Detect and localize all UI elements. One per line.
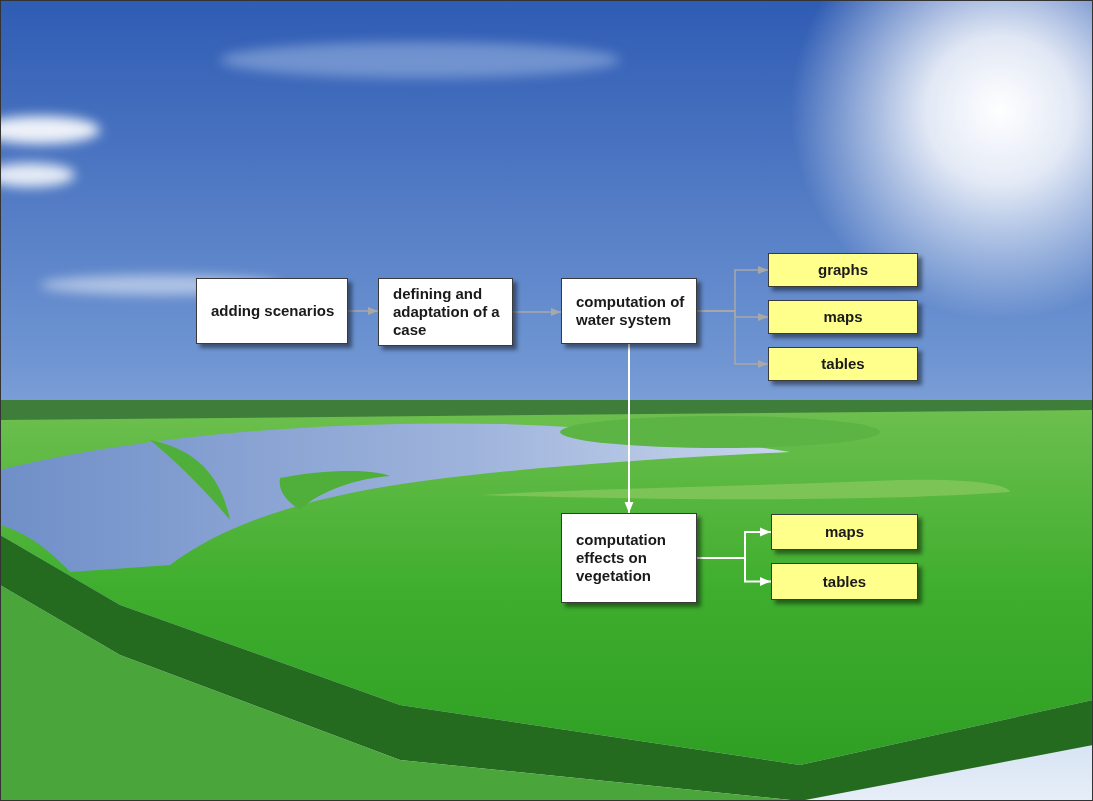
output-box: graphs	[768, 253, 918, 287]
connector-arrow	[697, 532, 771, 558]
box-label: defining and adaptation of a case	[393, 285, 502, 339]
output-box: maps	[771, 514, 918, 550]
box-label: graphs	[777, 261, 909, 279]
process-box: adding scenarios	[196, 278, 348, 344]
box-label: computation effects on vegetation	[576, 531, 686, 585]
connector-arrow	[697, 311, 768, 364]
box-label: tables	[777, 355, 909, 373]
connector-arrow	[513, 311, 561, 313]
connector-arrow	[697, 558, 771, 582]
process-box: computation effects on vegetation	[561, 513, 697, 603]
connector-arrow	[628, 344, 630, 513]
river-island	[150, 440, 230, 520]
lower-land	[0, 585, 800, 801]
process-box: computation of water system	[561, 278, 697, 344]
floodplain	[480, 480, 1010, 500]
box-label: tables	[780, 573, 909, 591]
process-box: defining and adaptation of a case	[378, 278, 513, 346]
output-box: tables	[768, 347, 918, 381]
land-edge	[0, 535, 1093, 801]
box-label: maps	[780, 523, 909, 541]
output-box: maps	[768, 300, 918, 334]
connector-arrow	[697, 270, 768, 311]
clouds	[0, 42, 620, 295]
river-island	[560, 416, 880, 448]
connector-arrow	[697, 311, 768, 317]
connector-arrow	[348, 310, 378, 312]
box-label: adding scenarios	[211, 302, 337, 320]
river-island	[280, 471, 390, 510]
box-label: computation of water system	[576, 293, 686, 329]
box-label: maps	[777, 308, 909, 326]
output-box: tables	[771, 563, 918, 600]
